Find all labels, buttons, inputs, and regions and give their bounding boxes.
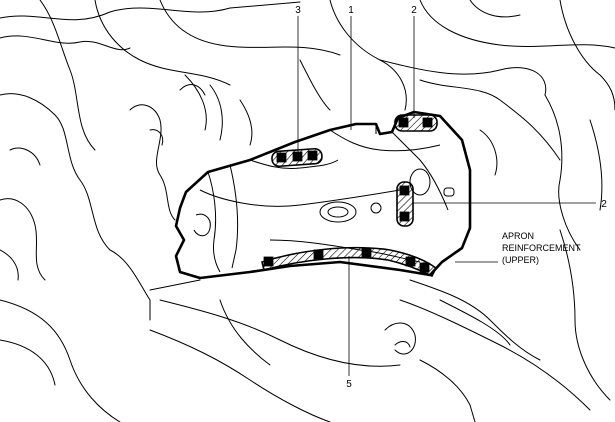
callout-2-top: 2 bbox=[411, 5, 417, 16]
spot-weld-5b bbox=[313, 249, 324, 260]
spot-weld-3b bbox=[292, 151, 303, 162]
callout-5: 5 bbox=[346, 379, 352, 390]
spot-weld-2c bbox=[399, 185, 410, 196]
spot-weld-5a bbox=[263, 256, 274, 267]
weld-zone-5 bbox=[261, 246, 438, 278]
callout-2-right: 2 bbox=[601, 199, 607, 210]
spot-weld-5d bbox=[405, 256, 416, 267]
spot-weld-5c bbox=[361, 247, 372, 258]
spot-weld-3a bbox=[276, 152, 287, 163]
weld-zone-2-top bbox=[394, 114, 438, 132]
part-label-line-1: APRON bbox=[502, 231, 534, 241]
apron-reinforcement-part bbox=[174, 110, 472, 280]
spot-weld-2b bbox=[422, 117, 433, 128]
spot-weld-5e bbox=[419, 262, 430, 273]
leader-lines bbox=[297, 16, 596, 376]
weld-zone-3 bbox=[271, 147, 323, 168]
spot-weld-2a bbox=[398, 117, 409, 128]
part-label-line-3: (UPPER) bbox=[502, 255, 539, 265]
callout-3: 3 bbox=[295, 5, 301, 16]
weld-zone-2-right bbox=[396, 181, 414, 227]
part-label-apron-reinforcement: APRON REINFORCEMENT (UPPER) bbox=[502, 231, 581, 265]
spot-weld-2d bbox=[399, 211, 410, 222]
part-label-line-2: REINFORCEMENT bbox=[502, 243, 581, 253]
spot-weld-3c bbox=[307, 150, 318, 161]
callout-1: 1 bbox=[348, 5, 354, 16]
